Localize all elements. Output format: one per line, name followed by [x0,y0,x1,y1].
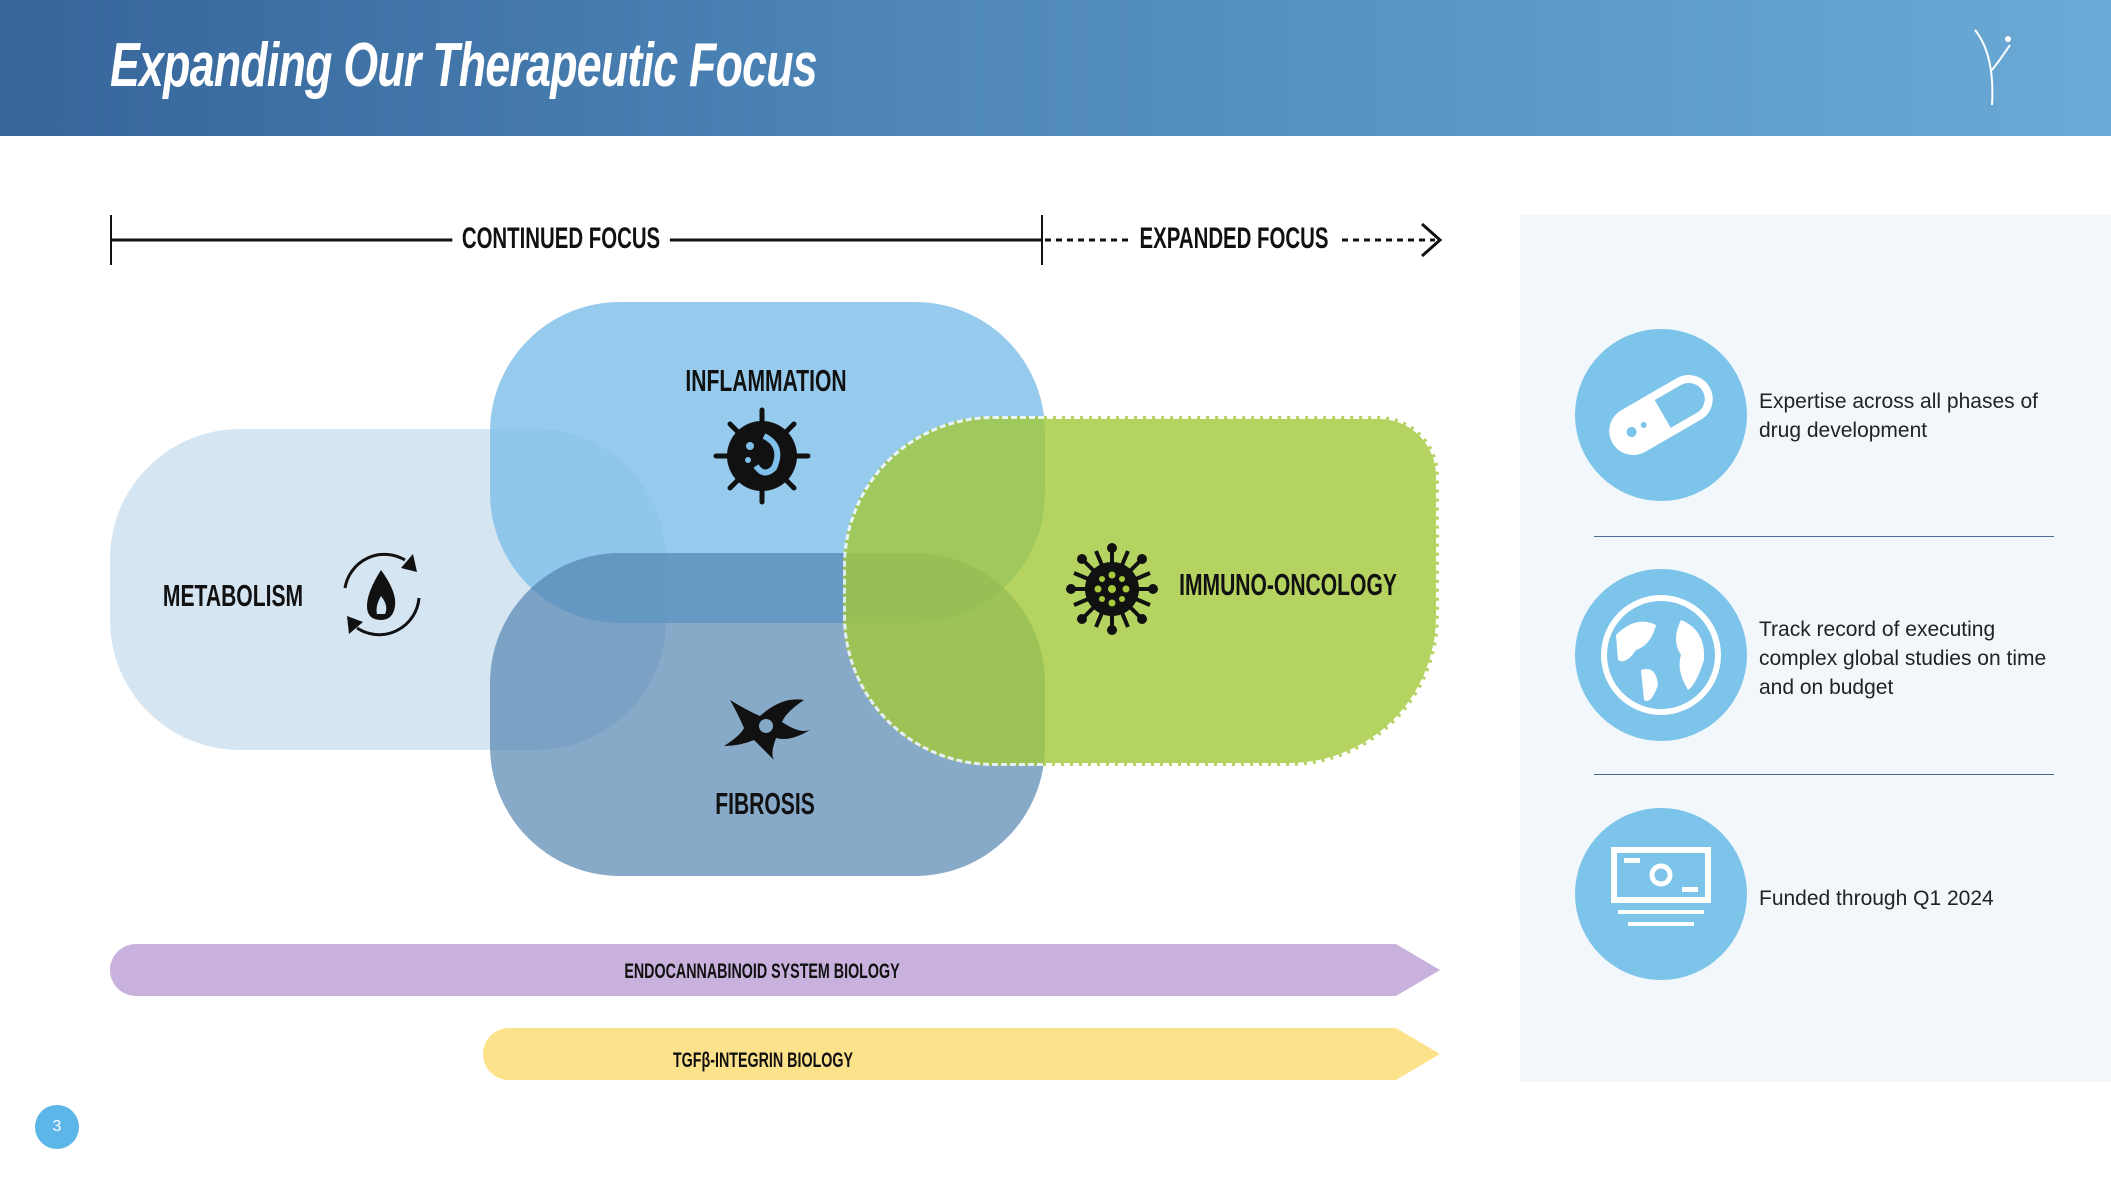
panel-item-text: Funded through Q1 2024 [1759,887,1994,910]
metabolism-flame-cycle-icon [343,552,421,637]
figure-logo-icon [1974,29,2011,106]
fibrosis-label: FIBROSIS [715,786,815,821]
continued-focus-label: CONTINUED FOCUS [452,222,670,256]
money-icon [1575,808,1747,980]
header-banner [0,0,2111,136]
tgfb-integrin-bar [483,1028,1440,1080]
capsule-icon [1575,329,1747,501]
divider [1594,774,2054,775]
endocannabinoid-bar-label: ENDOCANNABINOID SYSTEM BIOLOGY [624,960,900,983]
page-title: Expanding Our Therapeutic Focus [110,31,818,100]
expanded-focus-label: EXPANDED FOCUS [1130,222,1338,256]
panel-item-text: Track record of executing complex global… [1759,618,2047,699]
divider [1594,536,2054,537]
globe-icon [1575,569,1747,741]
fibroblast-cell-icon [724,699,810,760]
immuno-oncology-label: IMMUNO-ONCOLOGY [1179,567,1397,602]
page-number: 3 [35,1105,79,1149]
inflammation-cell-icon [713,407,811,505]
endocannabinoid-bar [110,944,1440,996]
virus-icon [1066,543,1158,635]
inflammation-label: INFLAMMATION [685,363,847,398]
tgfb-integrin-bar-label: TGFβ-INTEGRIN BIOLOGY [672,1049,854,1072]
metabolism-label: METABOLISM [162,578,304,613]
panel-item-text: Expertise across all phases of drug deve… [1759,390,2038,442]
